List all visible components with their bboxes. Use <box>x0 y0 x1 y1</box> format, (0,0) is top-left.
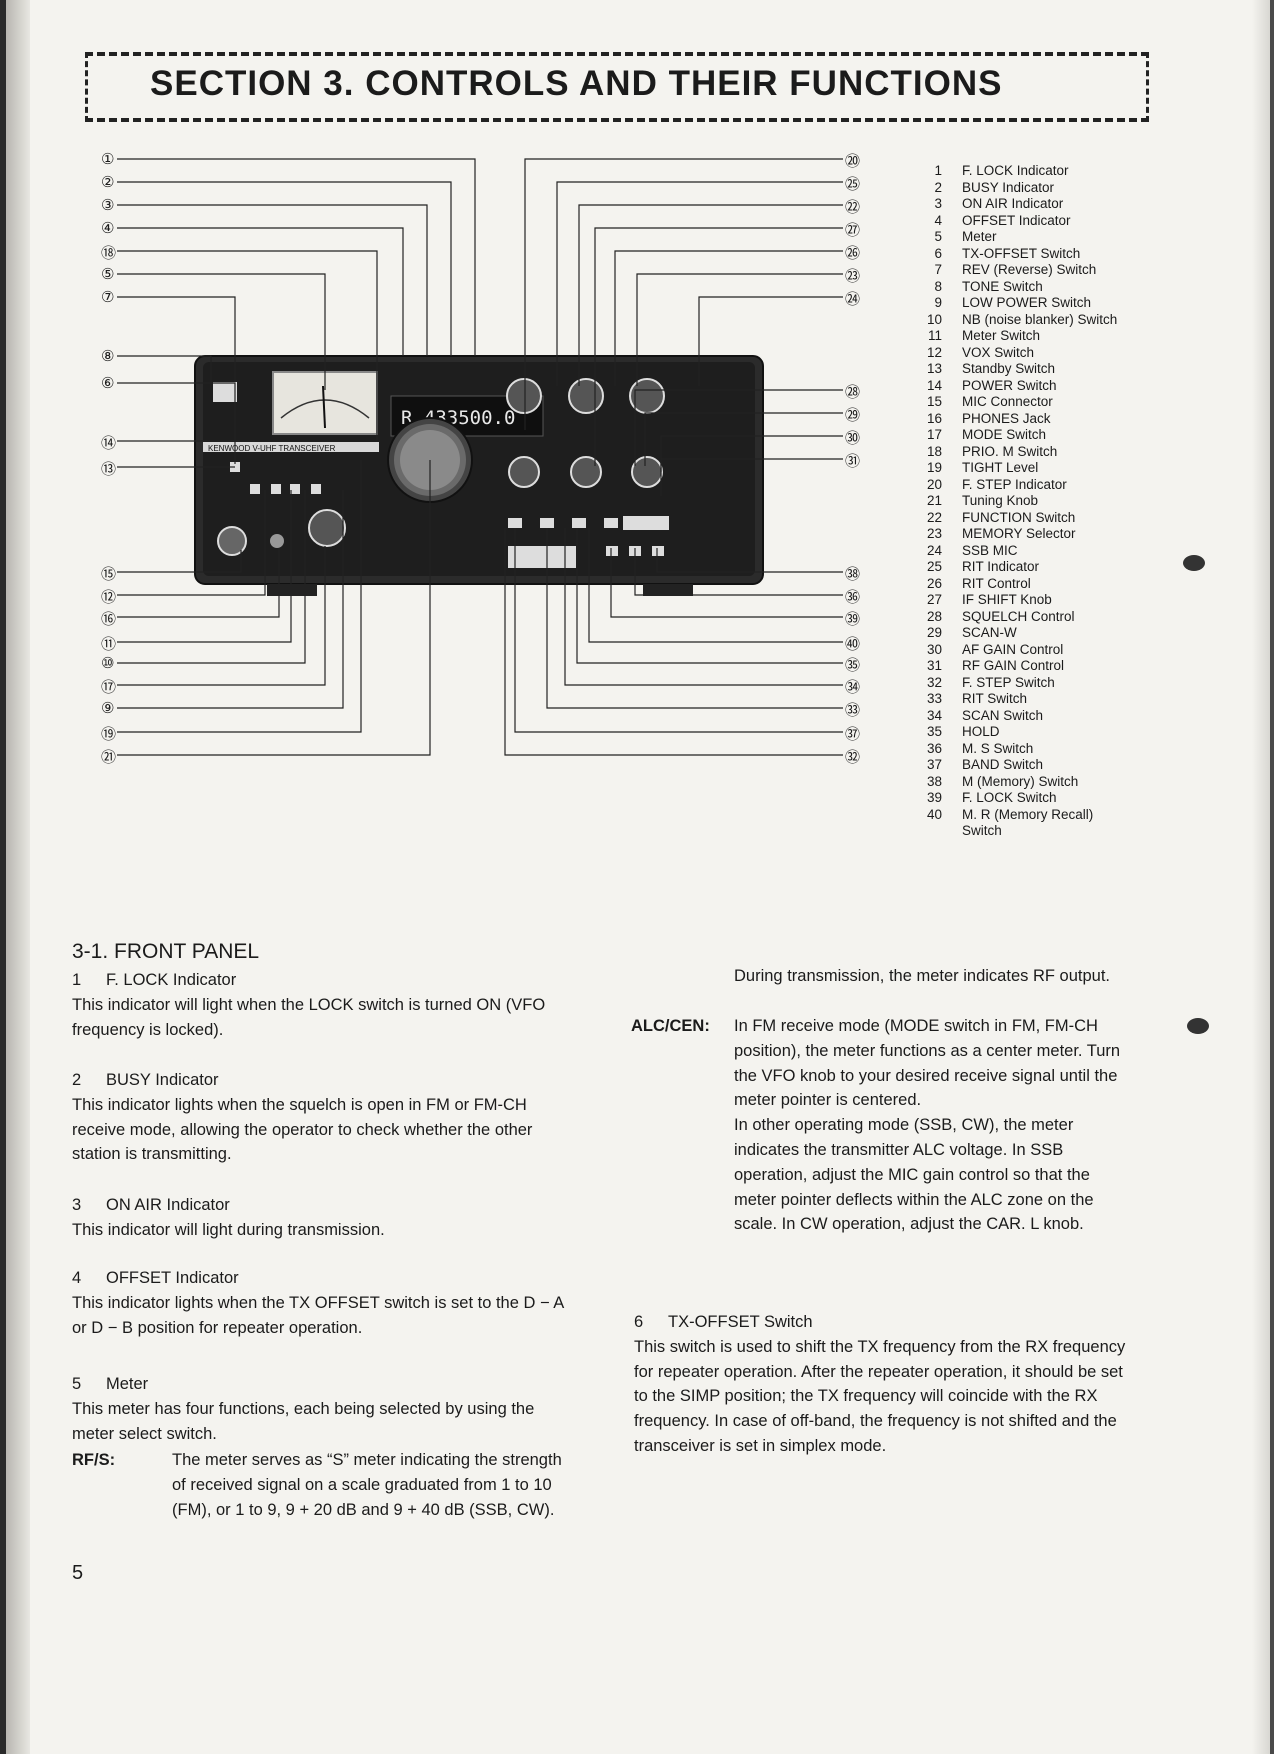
meter-transmit-note: During transmission, the meter indicates… <box>734 967 1110 985</box>
callout-left-7: ⑦ <box>101 289 115 306</box>
callout-left-14: ⑯ <box>101 611 117 628</box>
callout-right-13: ㊱ <box>845 589 861 606</box>
callout-right-1: ⑳ <box>845 153 861 170</box>
callout-left-17: ⑰ <box>101 679 117 696</box>
callout-left-1: ① <box>101 151 115 168</box>
callout-left-11: ⑬ <box>101 461 117 478</box>
callout-right-2: ㉕ <box>845 176 861 193</box>
callout-right-8: ㉘ <box>845 384 861 401</box>
diagram-svg: R 433500.0 KENWOOD V-UHF TRANSCEIVER <box>117 158 843 756</box>
callout-right-4: ㉗ <box>845 222 861 239</box>
callout-right-3: ㉒ <box>845 199 861 216</box>
callout-right-6: ㉓ <box>845 268 861 285</box>
callout-left-6: ⑤ <box>101 266 115 283</box>
callout-left-19: ⑲ <box>101 726 117 743</box>
scan-mark <box>1187 1018 1209 1034</box>
callout-left-13: ⑫ <box>101 589 117 606</box>
callout-right-20: ㉜ <box>845 749 861 766</box>
callout-left-9: ⑥ <box>101 375 115 392</box>
callout-left-10: ⑭ <box>101 435 117 452</box>
callout-left-12: ⑮ <box>101 566 117 583</box>
callout-left-16: ⑩ <box>101 655 115 672</box>
section-heading: 3-1. FRONT PANEL <box>72 940 260 963</box>
scan-edge-right <box>1252 0 1274 1754</box>
callout-right-12: ㊳ <box>845 566 861 583</box>
callout-right-15: ㊵ <box>845 636 861 653</box>
front-panel-diagram: R 433500.0 KENWOOD V-UHF TRANSCEIVER <box>95 150 870 860</box>
callout-left-8: ⑧ <box>101 348 115 365</box>
page-number: 5 <box>72 1562 84 1584</box>
callout-right-9: ㉙ <box>845 407 861 424</box>
scan-edge-left <box>0 0 30 1754</box>
callout-left-18: ⑨ <box>101 700 115 717</box>
section-title: SECTION 3. CONTROLS AND THEIR FUNCTIONS <box>150 64 1003 103</box>
callout-right-19: ㊲ <box>845 726 861 743</box>
svg-text:KENWOOD V-UHF TRANSCEIVER: KENWOOD V-UHF TRANSCEIVER <box>208 444 336 453</box>
callout-right-18: ㉝ <box>845 702 861 719</box>
callout-left-20: ㉑ <box>101 749 117 766</box>
callout-left-4: ④ <box>101 220 115 237</box>
callout-right-16: ㉟ <box>845 657 861 674</box>
callout-right-10: ㉚ <box>845 430 861 447</box>
callout-right-11: ㉛ <box>845 453 861 470</box>
callout-left-5: ⑱ <box>101 245 117 262</box>
callout-right-5: ㉖ <box>845 245 861 262</box>
scan-mark <box>1183 555 1205 571</box>
callout-right-17: ㉞ <box>845 679 861 696</box>
callout-right-14: ㊴ <box>845 611 861 628</box>
callout-left-15: ⑪ <box>101 636 117 653</box>
section-title-box: SECTION 3. CONTROLS AND THEIR FUNCTIONS <box>85 52 1149 122</box>
callout-left-3: ③ <box>101 197 115 214</box>
callout-left-2: ② <box>101 174 115 191</box>
callout-right-7: ㉔ <box>845 291 861 308</box>
